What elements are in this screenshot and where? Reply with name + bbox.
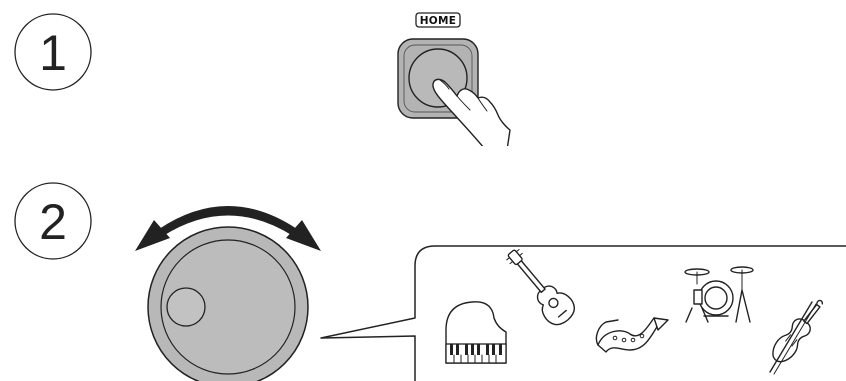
home-label-text: HOME bbox=[420, 15, 457, 27]
instrument-callout bbox=[320, 245, 846, 381]
step-1-badge: 1 bbox=[14, 13, 92, 91]
rotate-arrows-icon bbox=[135, 206, 321, 251]
piano-icon bbox=[445, 301, 507, 364]
step-1-number: 1 bbox=[39, 25, 67, 81]
guitar-icon bbox=[506, 249, 576, 326]
home-label: HOME bbox=[415, 12, 461, 28]
dial-knob[interactable] bbox=[147, 226, 309, 381]
saxophone-icon bbox=[595, 317, 669, 353]
violin-icon bbox=[769, 299, 824, 375]
finger-press-icon bbox=[432, 78, 516, 156]
drum-kit-icon bbox=[684, 266, 754, 323]
step-2-badge: 2 bbox=[14, 182, 92, 260]
step-2-number: 2 bbox=[39, 194, 67, 250]
